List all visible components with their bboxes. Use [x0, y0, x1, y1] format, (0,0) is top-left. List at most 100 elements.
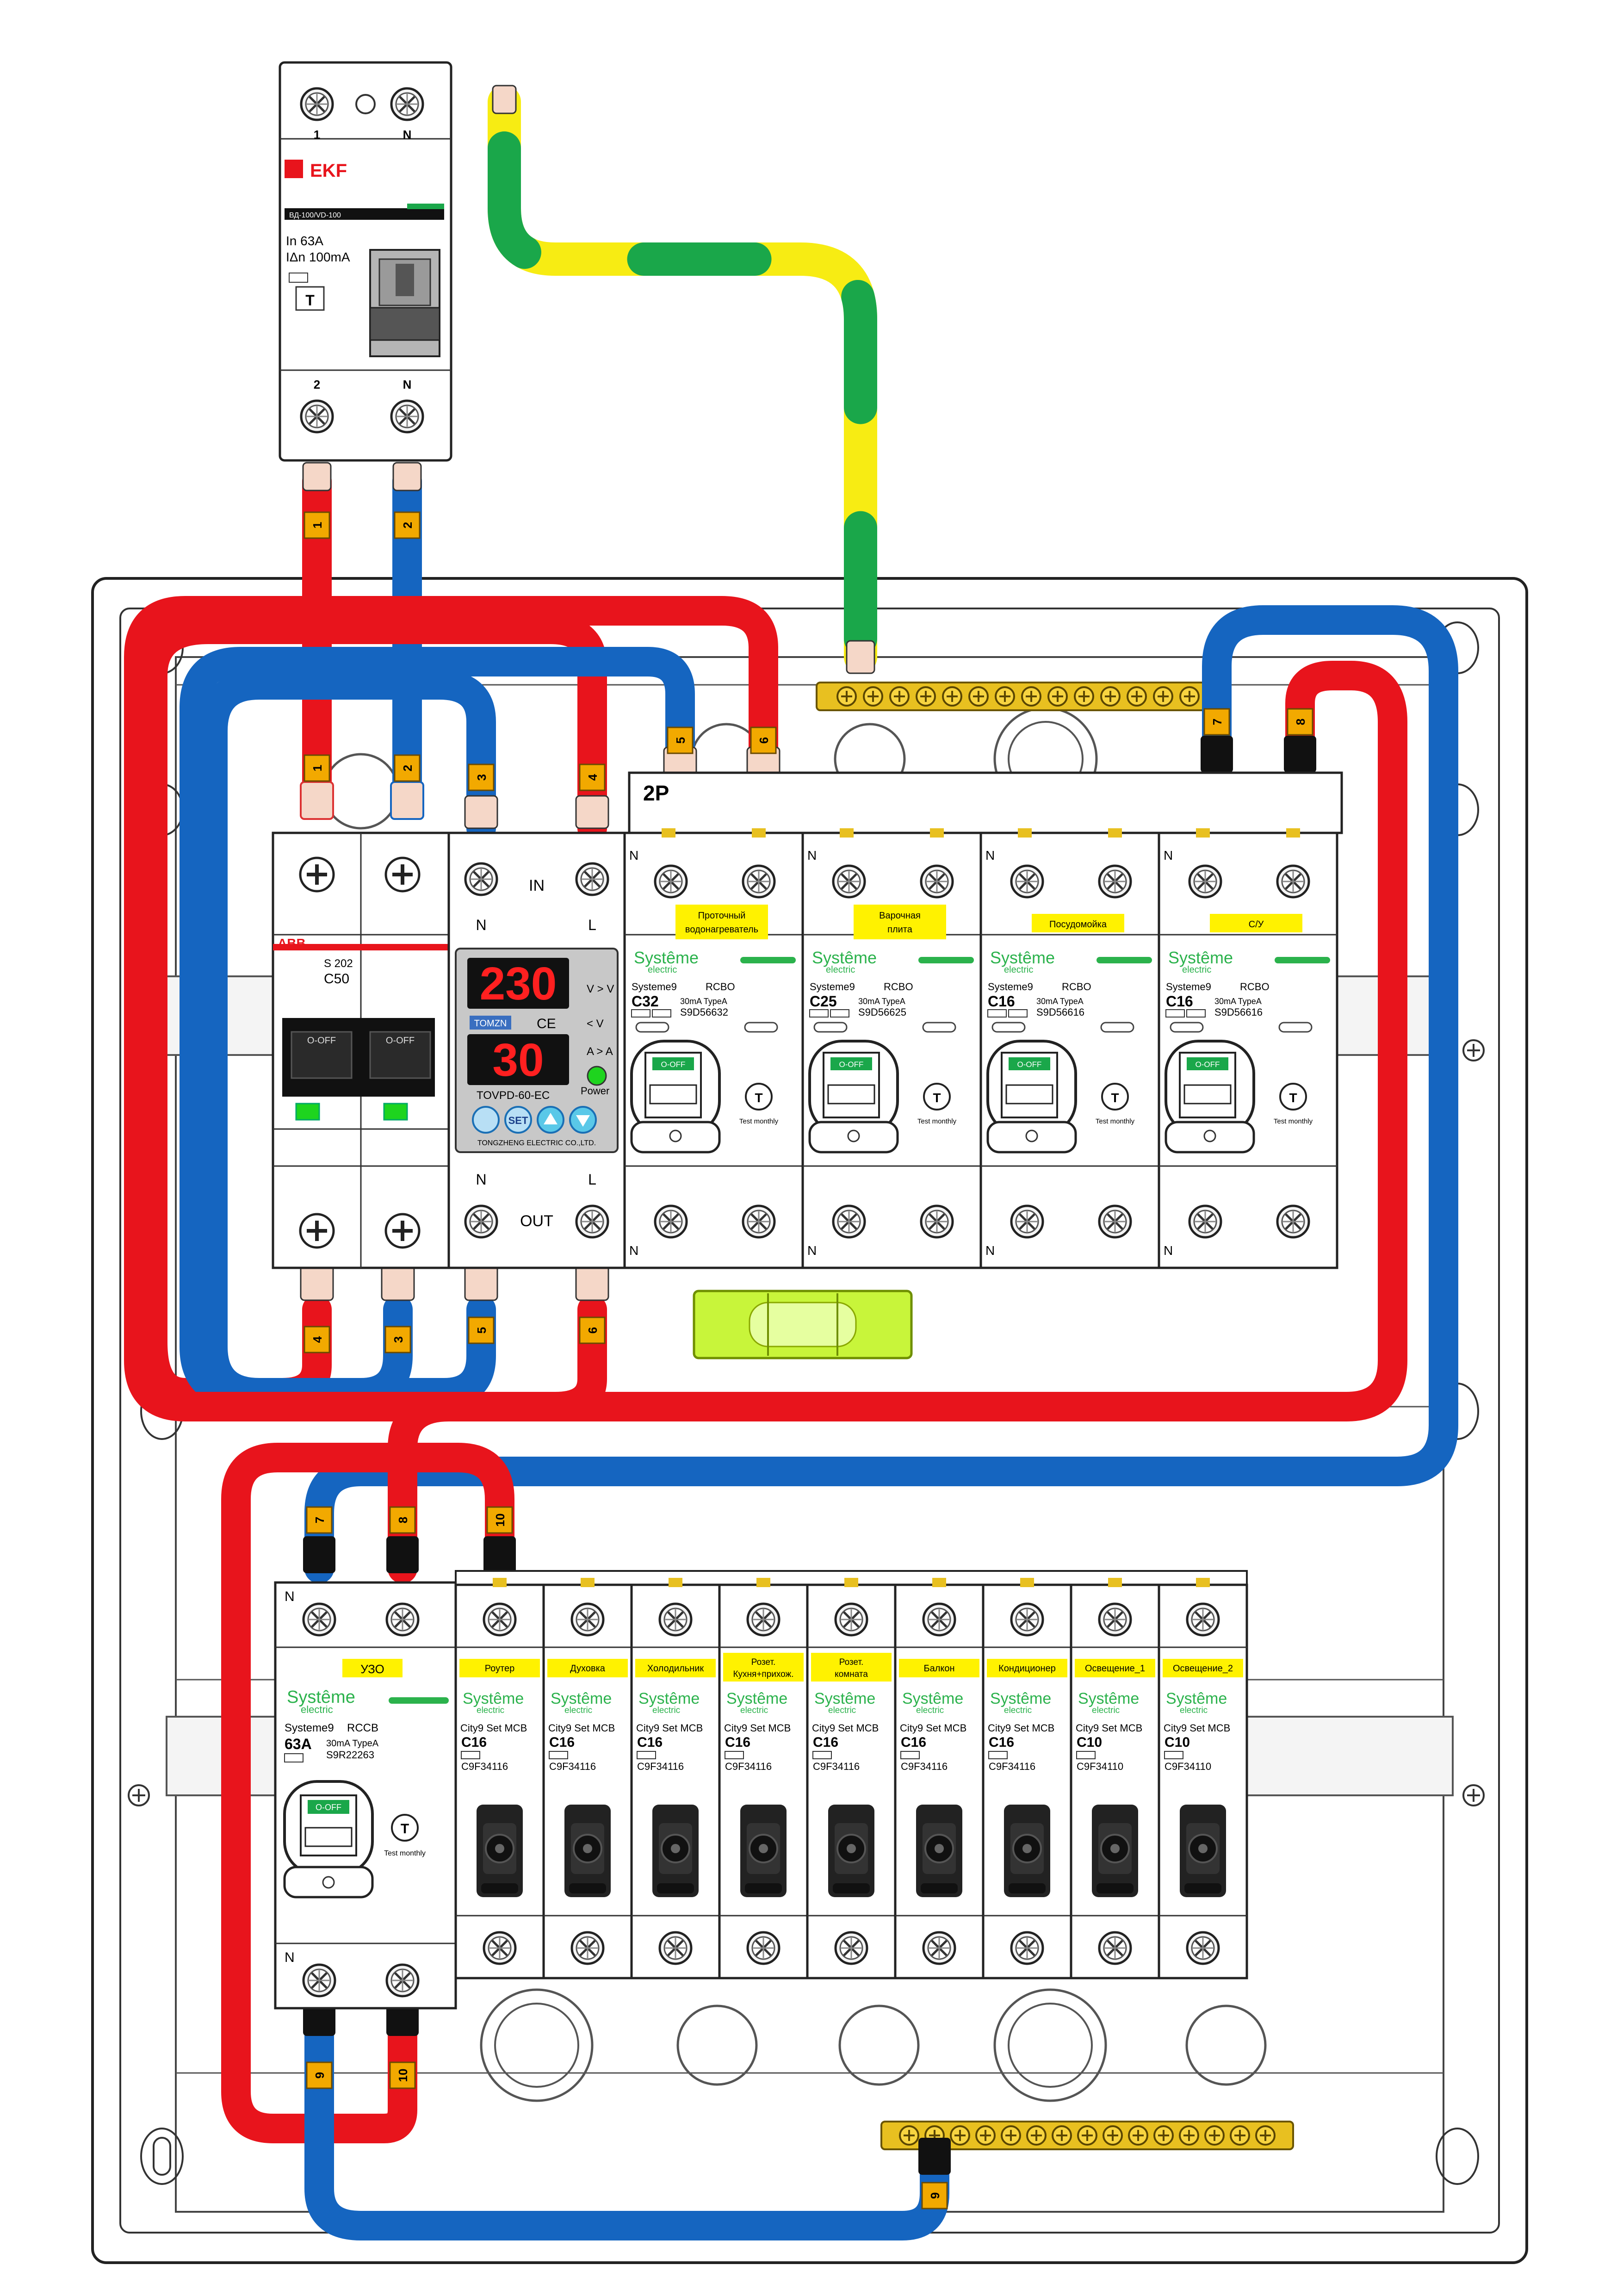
pe-terminal-screw	[1077, 2125, 1097, 2146]
relay-out-l: L	[588, 1171, 596, 1188]
relay-set-button[interactable]	[504, 1106, 532, 1134]
relay-voltage-display: 230	[480, 958, 557, 1010]
rcbo-rating: C25	[810, 993, 837, 1010]
voltage-relay-tomzn: N L IN 230 V > V < V TOMZN CE 30 A > A P…	[447, 832, 626, 1269]
wire-neutral-5	[180, 647, 695, 1408]
busbar-2p-label: 2P	[643, 781, 669, 805]
rcbo-brand: Systême	[990, 948, 1055, 967]
svg-text:7: 7	[1210, 719, 1224, 725]
ekf-top-label-1: 1	[314, 128, 320, 142]
mcb-brand-sub: electric	[828, 1706, 856, 1715]
rcbo-handle-label: O-OFF	[661, 1060, 686, 1069]
rcbo-n-top: N	[807, 848, 817, 863]
mcb-article: C9F34116	[637, 1761, 684, 1772]
mcb-name: Освещение_2	[1173, 1663, 1233, 1674]
mcb-brand: Systême	[814, 1690, 875, 1707]
rcbo-spec: 30mA TypeA	[1036, 997, 1084, 1006]
mcb-rating: C16	[461, 1735, 487, 1750]
mcb-brand: Systême	[551, 1690, 612, 1707]
rcbo-kind: RCBO	[884, 981, 913, 993]
svg-text:2: 2	[401, 765, 415, 771]
rcbo-brand-sub: electric	[648, 965, 677, 975]
rcbo-name: Проточный	[698, 911, 746, 921]
rcbo-module: N Проточный водонагревательSystêmeelectric…	[623, 828, 804, 1269]
rcbo-name: С/У	[1249, 919, 1264, 930]
rcbo-test-icon: T	[1111, 1091, 1119, 1105]
rcbo-test-button[interactable]	[1279, 1083, 1307, 1111]
busbar-2p: 2P	[628, 771, 1343, 834]
mcb-series: City9 Set MCB	[724, 1722, 791, 1734]
ekf-brand: EKF	[310, 161, 347, 181]
pe-terminal-screw	[863, 686, 883, 707]
mcb-rating: C16	[725, 1735, 750, 1750]
rcbo-handle-label: O-OFF	[839, 1060, 864, 1069]
relay-power-button[interactable]	[472, 1106, 500, 1134]
mcb-series: City9 Set MCB	[548, 1722, 615, 1734]
rccb-brand: Systême	[287, 1688, 355, 1707]
rccb-series: Systeme9	[285, 1722, 334, 1734]
mcb-rating: C10	[1077, 1735, 1102, 1750]
svg-text:2: 2	[401, 522, 415, 528]
rccb-top-n: N	[285, 1589, 295, 1604]
rcbo-test-button[interactable]	[745, 1083, 773, 1111]
pe-terminal-screw	[968, 686, 989, 707]
svg-text:10: 10	[493, 1514, 507, 1527]
mcb-article: C9F34110	[1165, 1761, 1211, 1772]
relay-brand: TOMZN	[474, 1018, 507, 1029]
rccb-test-button[interactable]	[391, 1814, 419, 1842]
mcb-brand-sub: electric	[916, 1706, 944, 1715]
mcb-brand: Systême	[1166, 1690, 1227, 1707]
rccb-rating: 63A	[285, 1736, 312, 1752]
wire-tag: 9	[306, 2061, 333, 2089]
mcb-rating: C16	[989, 1735, 1014, 1750]
mcb-article: C9F34116	[461, 1761, 508, 1772]
rcbo-name: Варочная	[879, 911, 921, 921]
wire-tag: 7	[306, 1506, 333, 1534]
wire-phase-10	[221, 1443, 514, 2143]
pe-terminal-screw	[995, 686, 1015, 707]
wire-tag: 5	[667, 726, 694, 754]
rccb-handle-label: O-OFF	[316, 1803, 341, 1812]
mcb-brand-sub: electric	[652, 1706, 680, 1715]
pe-terminal-screw	[1026, 2125, 1047, 2146]
main-breaker-abb: ABB S 202 C50 O-OFF O-OFF	[272, 832, 450, 1269]
pe-terminal-screw	[1001, 2125, 1021, 2146]
svg-text:7: 7	[313, 1517, 327, 1523]
mcb-brand-sub: electric	[564, 1706, 592, 1715]
rcbo-name: водонагреватель	[685, 925, 758, 935]
mcb-series: City9 Set MCB	[636, 1722, 703, 1734]
rcbo-test-label: Test monthly	[917, 1117, 957, 1125]
relay-in-l: L	[588, 917, 596, 933]
pe-terminal-screw	[1021, 686, 1041, 707]
mcb-name: Роутер	[485, 1663, 515, 1674]
mcb-article: C9F34116	[725, 1761, 772, 1772]
wire-tag: 6	[579, 1316, 606, 1344]
rccb-name: УЗО	[360, 1662, 384, 1676]
mcb-article: C9F34116	[901, 1761, 948, 1772]
mcb-brand-sub: electric	[1004, 1706, 1032, 1715]
mcb-series: City9 Set MCB	[988, 1722, 1054, 1734]
rcbo-test-icon: T	[933, 1091, 941, 1105]
rcbo-article: S9D56632	[680, 1006, 728, 1018]
abb-rating: C50	[324, 971, 349, 987]
svg-text:5: 5	[674, 737, 688, 744]
svg-text:6: 6	[586, 1327, 600, 1334]
rcbo-rating: C32	[632, 993, 659, 1010]
pe-terminal-screw	[1047, 686, 1068, 707]
rcbo-brand: Systême	[634, 948, 699, 967]
rcbo-test-button[interactable]	[923, 1083, 951, 1111]
rcbo-n-top: N	[629, 848, 638, 863]
rcbo-test-button[interactable]	[1101, 1083, 1129, 1111]
svg-text:6: 6	[757, 737, 771, 744]
abb-brand: ABB	[278, 936, 306, 950]
mcb-brand: Systême	[1078, 1690, 1139, 1707]
relay-v-hi: V > V	[587, 983, 614, 995]
wire-tag: 8	[1287, 708, 1313, 736]
wire-tag: 2	[394, 511, 421, 539]
mcb-name: Духовка	[570, 1663, 606, 1674]
svg-text:1: 1	[310, 522, 324, 528]
rcbo-kind: RCBO	[1062, 981, 1091, 993]
pe-busbar-top	[816, 682, 1211, 711]
